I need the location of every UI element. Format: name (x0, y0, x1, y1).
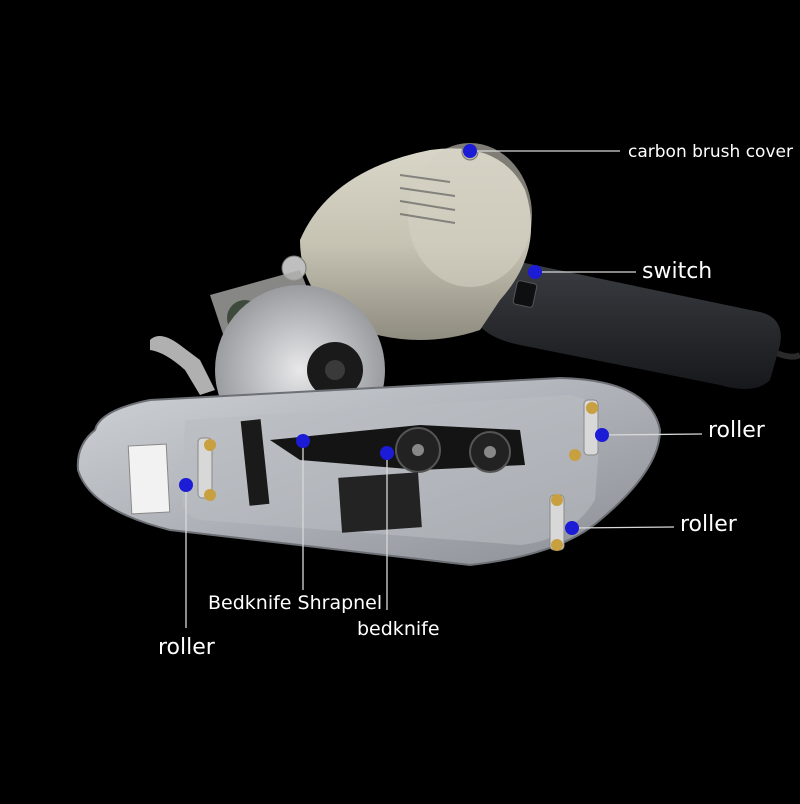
motor-warning-label (399, 174, 456, 224)
marker-roller-right-lower (565, 521, 579, 535)
markers (179, 144, 609, 535)
leader-roller-right-lower (571, 526, 675, 529)
roller-left-assembly (197, 437, 216, 501)
marker-roller-left (179, 478, 193, 492)
bedknife-screw-1 (412, 444, 424, 456)
handle (470, 260, 781, 389)
roller-right-upper-assembly (569, 399, 599, 461)
switch-rocker (512, 280, 538, 308)
marker-switch (528, 265, 542, 279)
bedknife-block (338, 472, 422, 533)
label-carbon-brush-cover: carbon brush cover (628, 142, 793, 162)
spec-sticker (127, 443, 171, 515)
guide-hook (150, 336, 215, 395)
blade-hub-center (325, 360, 345, 380)
label-bedknife-shrapnel: Bedknife Shrapnel (208, 592, 383, 614)
leader-roller-right-upper (601, 433, 703, 436)
label-switch: switch (642, 259, 713, 284)
leader-lines (185, 150, 703, 628)
label-roller-left: roller (158, 635, 215, 660)
bedknife-screw-2 (484, 446, 496, 458)
roller-right-lower-assembly (549, 494, 565, 551)
label-roller-right-lower: roller (680, 512, 737, 537)
marker-bedknife (380, 446, 394, 460)
motor-end-cap (408, 143, 532, 287)
label-roller-right-upper: roller (708, 418, 765, 443)
marker-carbon-brush-cover (463, 144, 477, 158)
marker-bedknife-shrapnel (296, 434, 310, 448)
bedknife-shrapnel-part (240, 419, 270, 506)
label-bedknife: bedknife (357, 618, 440, 640)
marker-roller-right-upper (595, 428, 609, 442)
